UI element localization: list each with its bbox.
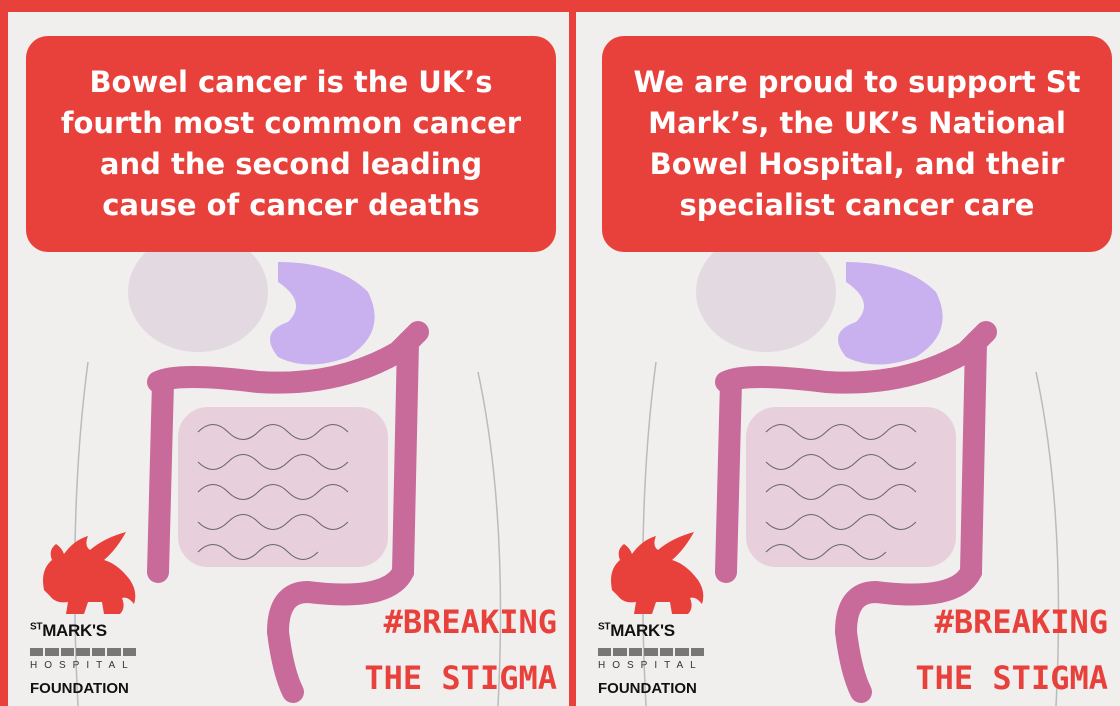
logo-divider [30,648,136,656]
headline-callout: We are proud to support St Mark’s, the U… [602,36,1112,252]
winged-lion-icon [611,532,704,614]
callout-line: fourth most common cancer [60,106,522,140]
headline-callout: Bowel cancer is the UK’s fourth most com… [26,36,556,252]
logo-foundation-text: FOUNDATION [30,680,129,697]
poster-panel-right: We are proud to support St Mark’s, the U… [576,12,1120,706]
tag-line: #BREAKING [383,603,557,641]
callout-line: Bowel Hospital, and their [649,147,1065,181]
callout-line: We are proud to support St [633,65,1081,99]
winged-lion-icon [43,532,136,614]
logo-hospital-text: HOSPITAL [598,660,703,671]
st-marks-logo: STMARK'S HOSPITAL FOUNDATION [596,530,716,706]
tag-line: #BREAKING [934,603,1108,641]
digestive-system-illustration [73,232,502,706]
tag-line: THE STIGMA [915,659,1108,697]
logo-divider [598,648,704,656]
logo-wordmark: STMARK'S [30,621,107,640]
digestive-system-illustration [641,232,1060,706]
breaking-the-stigma-tag: #BREAKING THE STIGMA [915,594,1108,706]
callout-line: Mark’s, the UK’s National [648,106,1066,140]
breaking-the-stigma-tag: #BREAKING THE STIGMA [364,594,557,706]
logo-foundation-text: FOUNDATION [598,680,697,697]
callout-line: specialist cancer care [679,188,1035,222]
tag-line: THE STIGMA [364,659,557,697]
logo-hospital-text: HOSPITAL [30,660,135,671]
poster-panel-left: Bowel cancer is the UK’s fourth most com… [8,12,569,706]
callout-line: and the second leading [99,147,483,181]
callout-line: Bowel cancer is the UK’s [89,65,493,99]
logo-wordmark: STMARK'S [598,621,675,640]
st-marks-logo: STMARK'S HOSPITAL FOUNDATION [28,530,148,706]
callout-line: cause of cancer deaths [102,188,480,222]
